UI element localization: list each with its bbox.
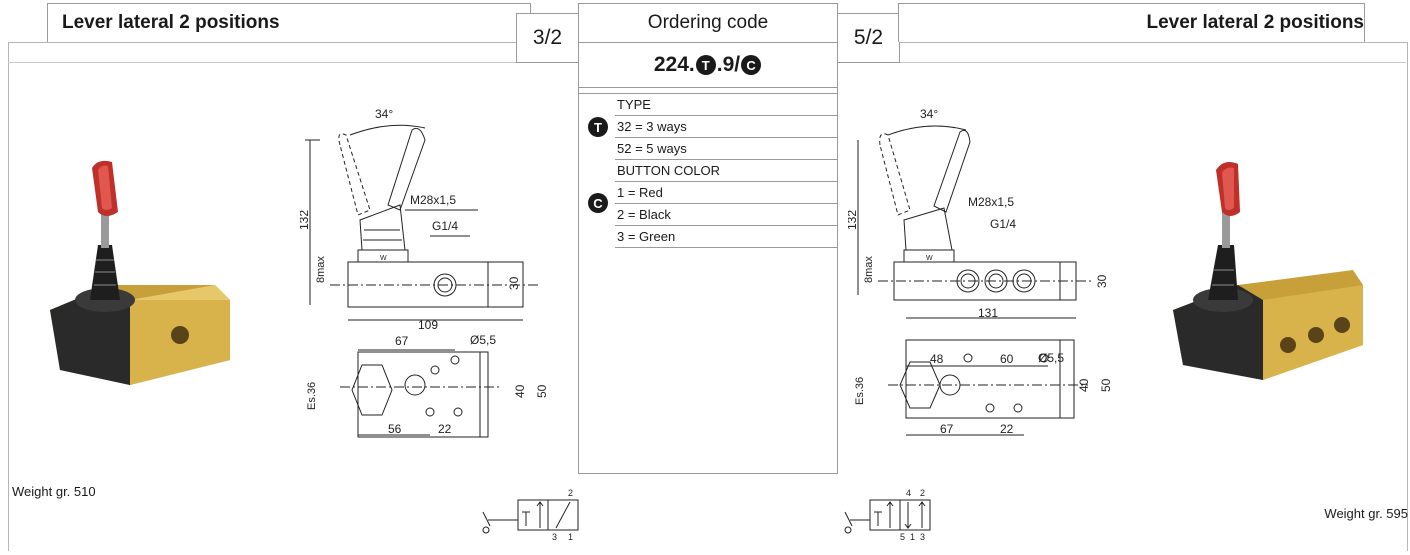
type-badge-icon: T xyxy=(695,55,716,75)
ordering-code-value: 224.T.9/C xyxy=(579,43,837,88)
dim-b-label: 67 xyxy=(940,422,954,436)
color-option: 1 = Red xyxy=(615,182,837,204)
type-option-group: T TYPE 32 = 3 ways 52 = 5 ways xyxy=(579,93,837,160)
left-title-text: Lever lateral 2 positions xyxy=(62,12,280,33)
port-2-label: 2 xyxy=(920,488,925,498)
max-label: 8max xyxy=(315,256,327,283)
port-3-label: 3 xyxy=(920,532,925,542)
port-1-label: 1 xyxy=(910,532,915,542)
right-ways-text: 5/2 xyxy=(853,26,884,49)
code-prefix: 224. xyxy=(653,53,695,76)
port-5-label: 5 xyxy=(900,532,905,542)
left-header-rule xyxy=(8,62,578,63)
color-option-group: C BUTTON COLOR 1 = Red 2 = Black 3 = Gre… xyxy=(579,160,837,248)
width-50-label: 50 xyxy=(535,384,549,398)
port-4-label: 4 xyxy=(906,488,911,498)
angle-label: 34° xyxy=(375,107,393,121)
hex-label: Es.36 xyxy=(306,382,318,410)
right-title-text: Lever lateral 2 positions xyxy=(1146,12,1364,33)
type-badge-icon: T xyxy=(588,117,608,137)
color-badge-icon: C xyxy=(741,55,762,75)
thread-label: M28x1,5 xyxy=(968,195,1014,209)
left-section-title: Lever lateral 2 positions xyxy=(47,3,531,42)
dim-d-label: 60 xyxy=(1000,352,1014,366)
port-1-label: 1 xyxy=(568,532,573,542)
hole-label: Ø5,5 xyxy=(470,333,496,347)
thread-label: M28x1,5 xyxy=(410,193,456,207)
right-technical-drawing: 34° 132 M28x1,5 G1/4 8max W 30 131 48 60… xyxy=(848,107,1113,436)
hex-label: Es.36 xyxy=(854,377,866,405)
ordering-code-title: Ordering code xyxy=(579,4,837,43)
left-valve-symbol-icon: 2 3 1 xyxy=(482,488,579,542)
left-product-photo xyxy=(50,160,230,385)
color-option: 3 = Green xyxy=(615,226,837,248)
color-badge-icon: C xyxy=(588,193,608,213)
dim-c-label: 22 xyxy=(1000,422,1014,436)
dim-a-label: 67 xyxy=(395,334,409,348)
port-label: G1/4 xyxy=(990,217,1016,231)
length-label: 109 xyxy=(418,318,438,332)
color-option: 2 = Black xyxy=(615,204,837,226)
left-weight-label: Weight gr. 510 xyxy=(12,484,96,499)
type-heading: TYPE xyxy=(615,94,837,116)
left-ways-text: 3/2 xyxy=(532,26,563,49)
height-label: 132 xyxy=(300,210,311,230)
dim-b-label: 56 xyxy=(388,422,402,436)
port-label: G1/4 xyxy=(432,219,458,233)
port-3-label: 3 xyxy=(552,532,557,542)
w-mark: W xyxy=(926,255,933,262)
type-option: 52 = 5 ways xyxy=(615,138,837,160)
body-height-label: 30 xyxy=(507,276,521,290)
height-label: 132 xyxy=(848,210,859,230)
right-header-rule xyxy=(836,62,1406,63)
right-ways-label: 5/2 xyxy=(837,13,900,63)
width-50-label: 50 xyxy=(1099,378,1113,392)
max-label: 8max xyxy=(863,256,875,283)
width-40-label: 40 xyxy=(513,384,527,398)
width-40-label: 40 xyxy=(1077,378,1091,392)
left-technical-drawing: 34° 132 M28x1,5 G1/4 8max W 30 109 67 Ø5… xyxy=(300,107,549,438)
body-height-label: 30 xyxy=(1095,274,1109,288)
dim-a-label: 48 xyxy=(930,352,944,366)
ordering-code-panel: Ordering code 224.T.9/C T TYPE 32 = 3 wa… xyxy=(578,3,838,474)
angle-label: 34° xyxy=(920,107,938,121)
right-valve-symbol-icon: 4 2 5 1 3 xyxy=(844,488,931,542)
left-ways-label: 3/2 xyxy=(516,13,579,63)
angle-arc xyxy=(349,124,426,136)
right-section-title: Lever lateral 2 positions xyxy=(898,3,1365,42)
w-mark: W xyxy=(380,255,387,262)
port-2-label: 2 xyxy=(568,488,573,498)
type-option: 32 = 3 ways xyxy=(615,116,837,138)
right-product-photo xyxy=(1173,162,1363,380)
length-label: 131 xyxy=(978,306,998,320)
dim-c-label: 22 xyxy=(438,422,452,436)
right-weight-label: Weight gr. 595 xyxy=(1324,506,1408,521)
code-mid: .9/ xyxy=(716,53,741,76)
color-heading: BUTTON COLOR xyxy=(615,160,837,182)
